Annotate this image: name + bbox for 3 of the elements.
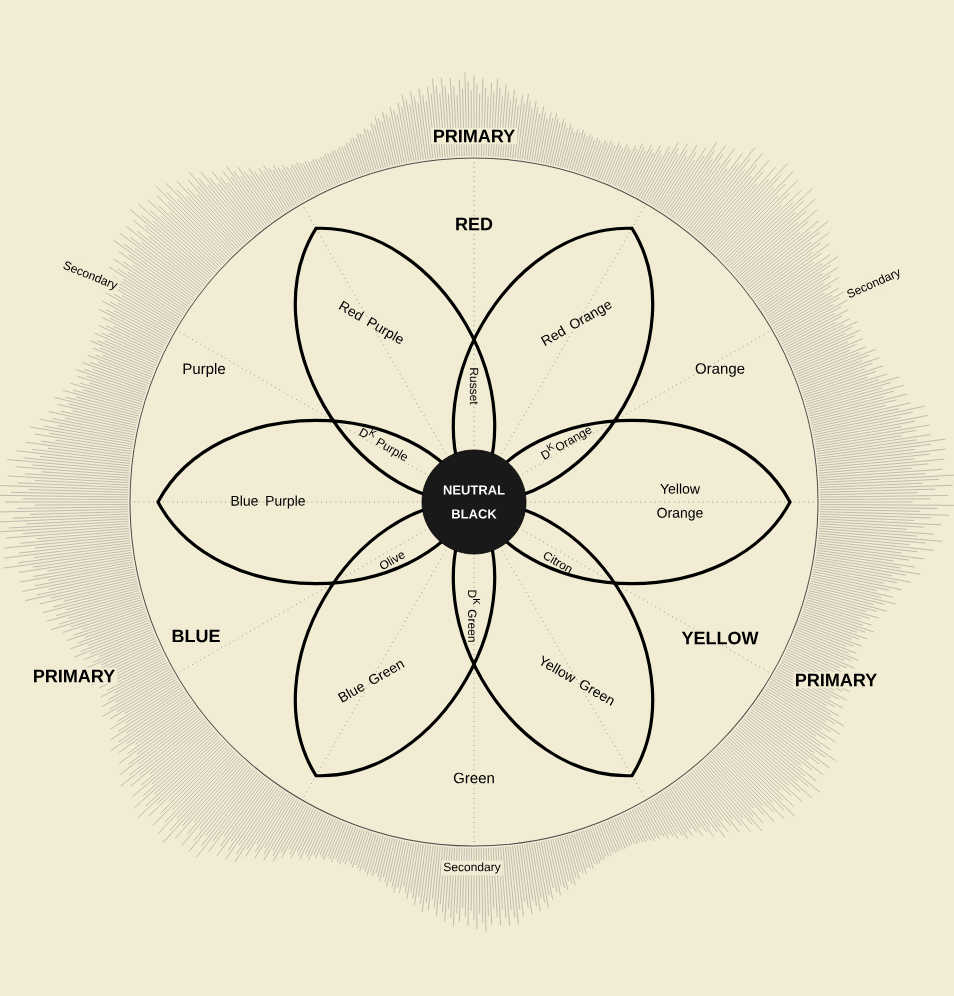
color-label: RED: [456, 217, 493, 231]
color-label: YELLOW: [681, 631, 759, 645]
color-label: BLUE: [172, 629, 220, 643]
